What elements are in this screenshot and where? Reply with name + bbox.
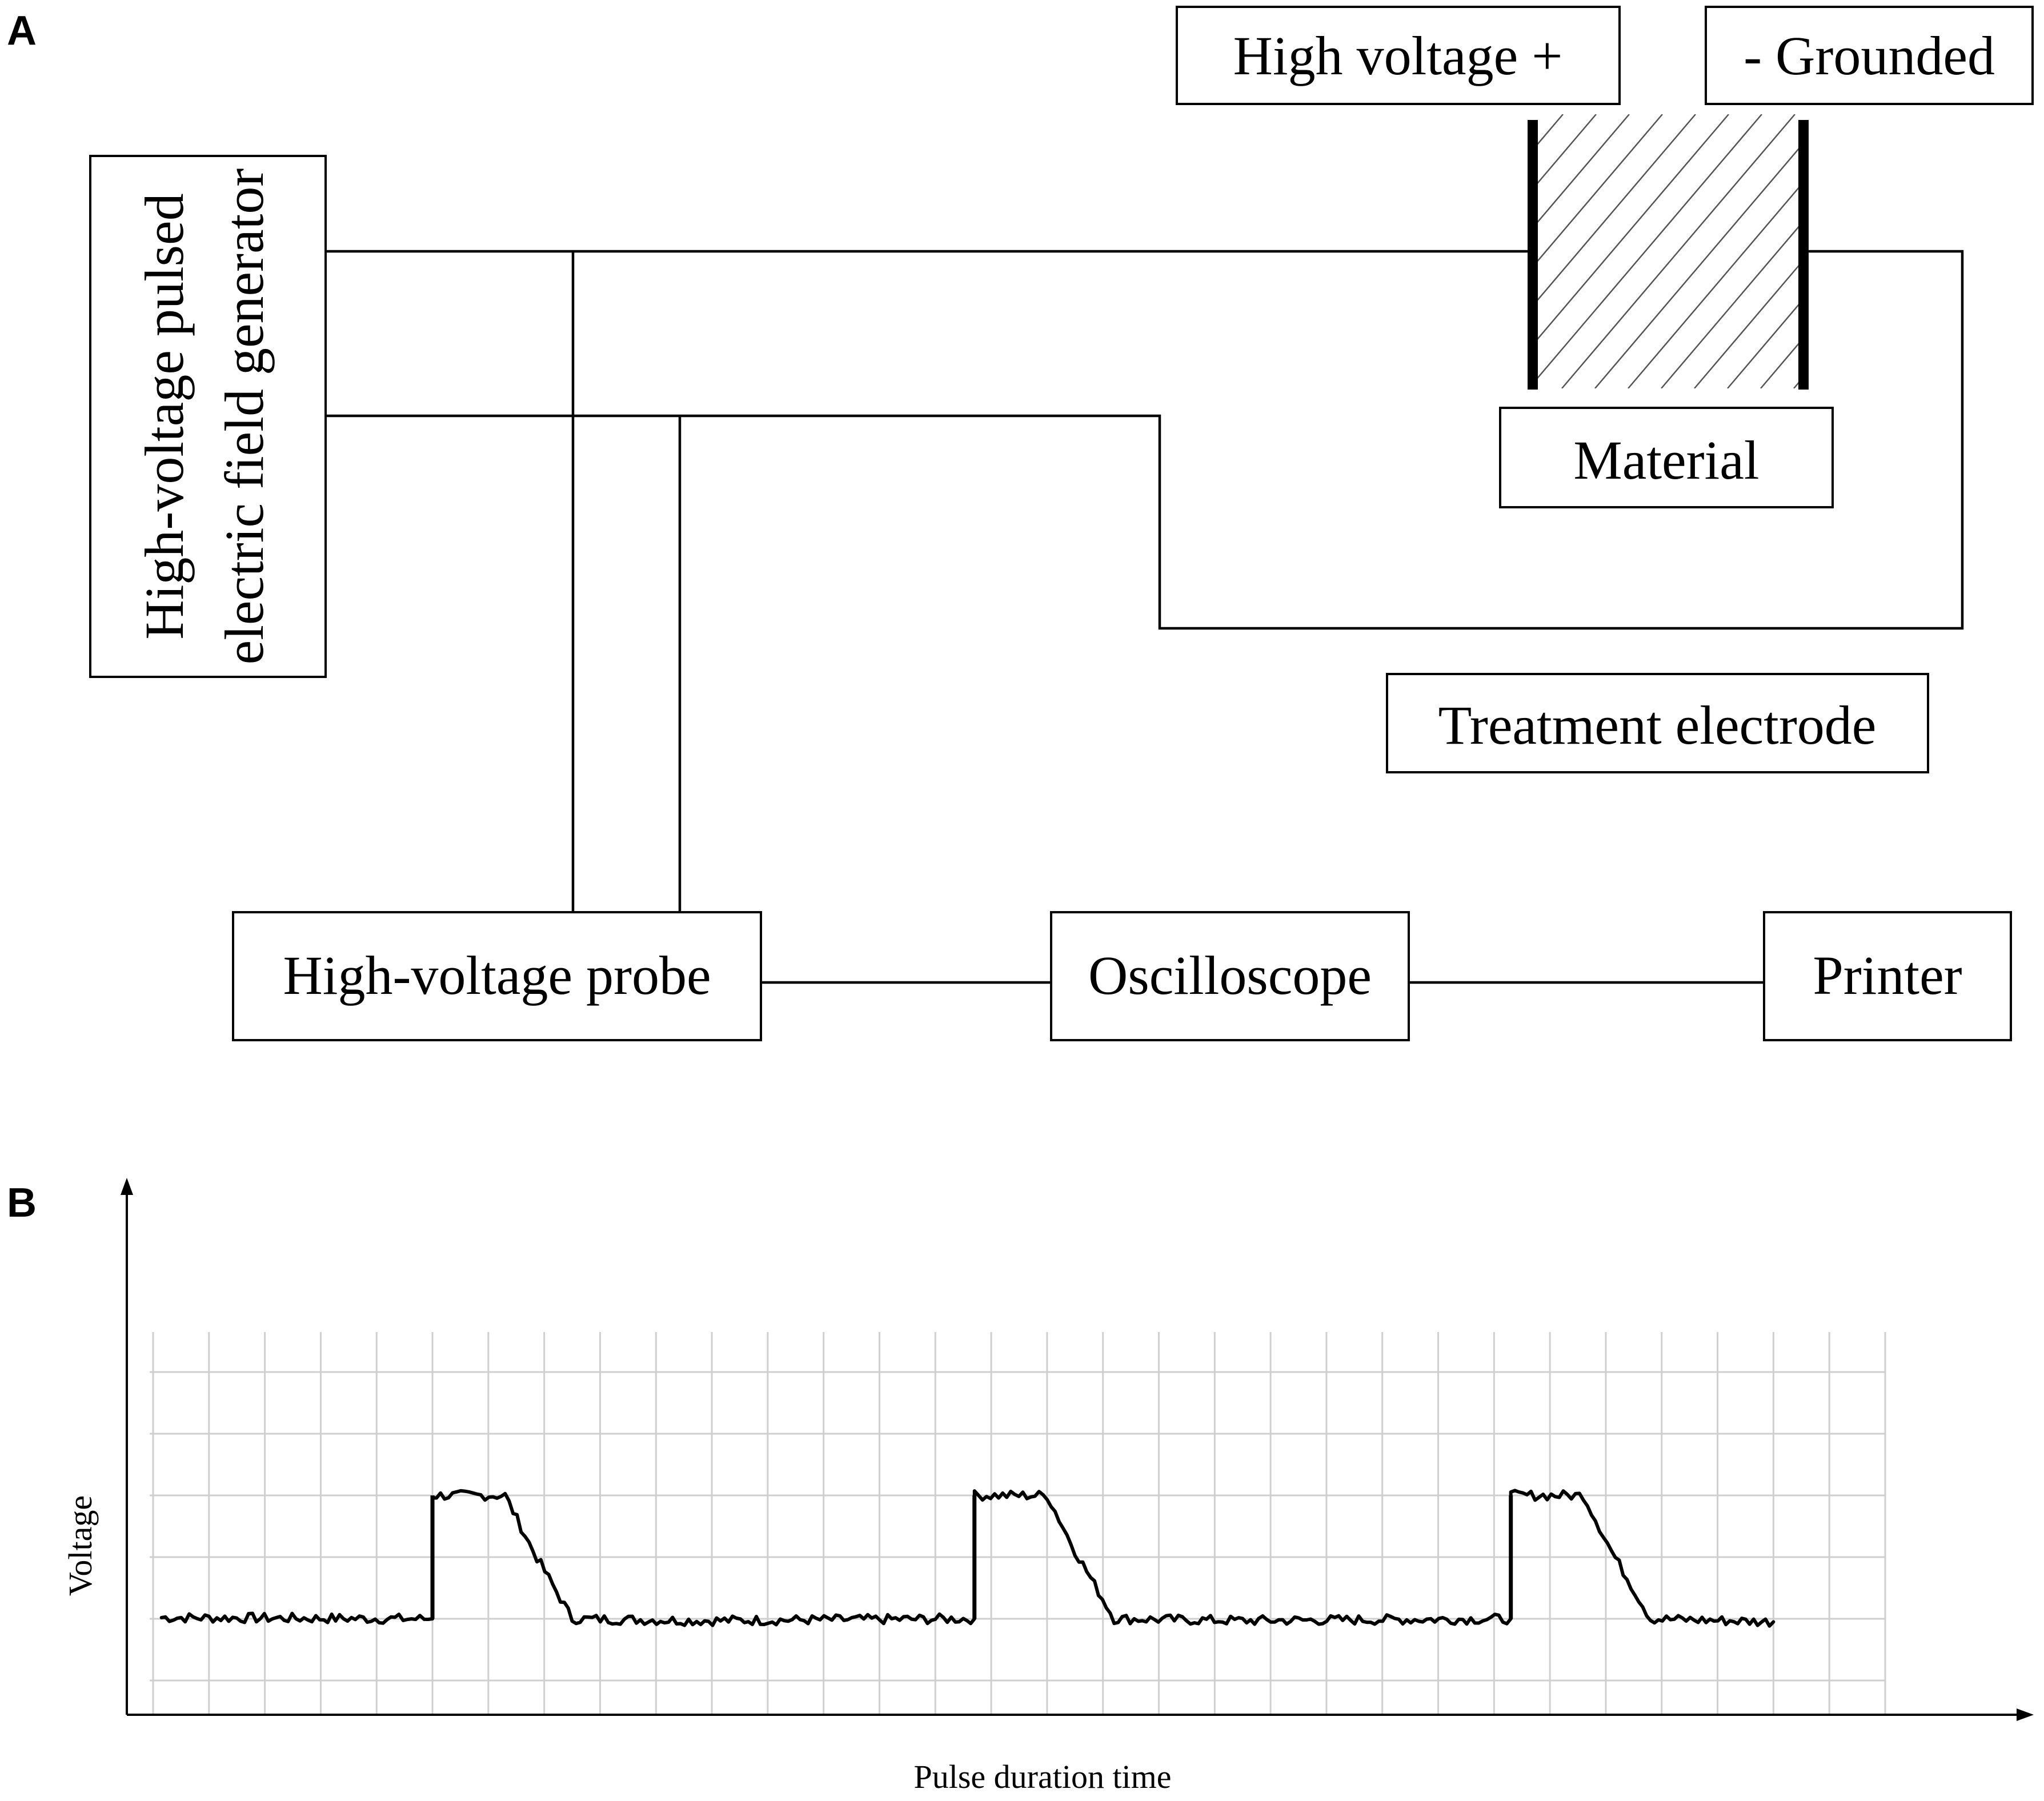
high-voltage-box-outline <box>1176 6 1621 105</box>
hatch-line-14 <box>1727 300 1801 388</box>
chart-grid <box>150 1332 1886 1715</box>
printer-box-outline <box>1763 911 2012 1041</box>
voltage-trace-chart: Voltage Pulse duration time <box>62 1178 2034 1795</box>
hatch-line-8 <box>1538 114 1762 379</box>
wire-generator-to-ground-loop <box>326 250 1964 630</box>
hatch-line-6 <box>1538 114 1696 301</box>
hatch-line-7 <box>1538 114 1729 340</box>
hatch-line-11 <box>1628 183 1801 388</box>
hatch-line-5 <box>1538 114 1663 262</box>
treatment-chamber <box>1528 114 1809 390</box>
panel-b-label: B <box>7 1180 37 1226</box>
oscilloscope-box-outline <box>1050 911 1410 1041</box>
generator-label-line1: High-voltage pulsed <box>134 193 195 639</box>
voltage-series <box>159 1489 1776 1628</box>
x-axis-label: Pulse duration time <box>913 1758 1171 1795</box>
chart-axes <box>121 1178 2034 1721</box>
hatch-line-3 <box>1538 114 1597 184</box>
grounded-label: - Grounded <box>1744 25 1995 86</box>
x-axis-arrow <box>2017 1708 2034 1721</box>
printer-box: Printer <box>1763 911 2012 1041</box>
probe-label: High-voltage probe <box>283 945 711 1006</box>
material-box: Material <box>1499 407 1834 508</box>
voltage-series-line-0 <box>159 1489 1776 1628</box>
grounded-box: - Grounded <box>1705 6 2034 105</box>
material-label: Material <box>1573 430 1759 491</box>
oscilloscope-label: Oscilloscope <box>1088 945 1372 1006</box>
hatch-line-10 <box>1594 145 1801 388</box>
circuit-wires <box>326 250 1964 984</box>
hatch-line-12 <box>1661 222 1801 388</box>
material-box-outline <box>1499 407 1834 508</box>
printer-label: Printer <box>1813 945 1962 1006</box>
hatch-line-4 <box>1538 114 1630 223</box>
probe-box-outline <box>232 911 762 1041</box>
grounded-box-outline <box>1705 6 2034 105</box>
generator-label-line2: electric field generator <box>214 169 275 665</box>
treatment-electrode-box-outline <box>1386 673 1929 773</box>
hatch-line-9 <box>1561 114 1795 388</box>
probe-box: High-voltage probe <box>232 911 762 1041</box>
oscilloscope-box: Oscilloscope <box>1050 911 1410 1041</box>
y-axis-arrow <box>121 1178 133 1195</box>
treatment-electrode-label: Treatment electrode <box>1438 695 1877 756</box>
y-axis-label: Voltage <box>62 1495 99 1596</box>
high-voltage-box: High voltage + <box>1176 6 1621 105</box>
generator-box-outline <box>89 155 327 678</box>
treatment-electrode-box: Treatment electrode <box>1386 673 1929 773</box>
panel-a-label: A <box>7 8 37 54</box>
generator-box: High-voltage pulsed electric field gener… <box>89 155 327 678</box>
hatch-line-13 <box>1694 262 1801 388</box>
high-voltage-label: High voltage + <box>1233 25 1563 86</box>
